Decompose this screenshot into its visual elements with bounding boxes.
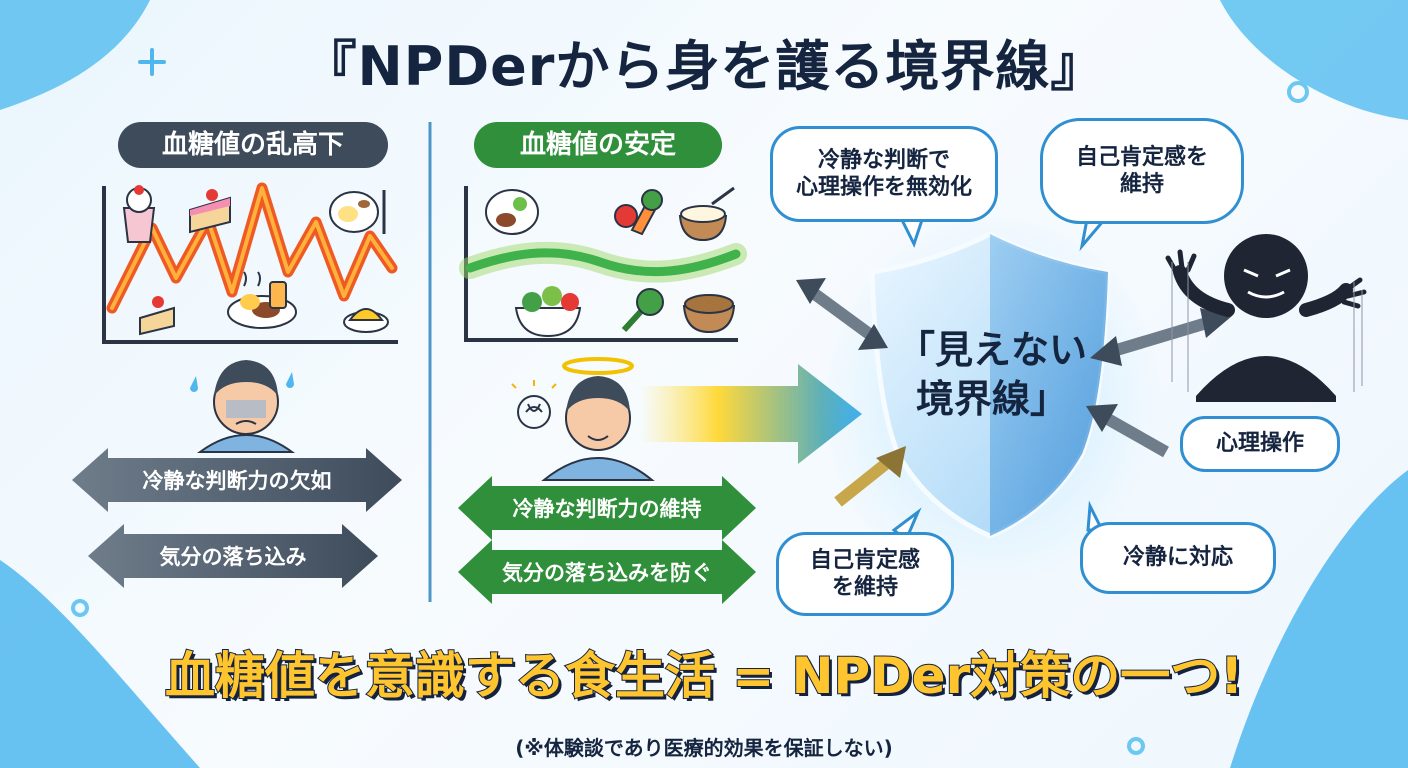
page-title: 『NPDerから身を護る境界線』 [302,35,1106,98]
omelet-icon [343,308,389,333]
bubble-line: 自己肯定感 [809,547,920,573]
parfait-icon [122,185,156,243]
label-spiking: 血糖値の乱高下 [118,122,388,168]
bottom-slogan: 血糖値を意識する食生活 = NPDer対策の一つ! [164,646,1244,706]
brain-icon [511,380,557,429]
bubble-calm-response: 冷静に対応 [1080,522,1276,594]
arrow-prevent-mood-drop: 気分の落ち込みを防ぐ [458,540,756,604]
flow-arrow [640,364,862,464]
cake-slice-icon [139,296,175,336]
spike-chart [102,182,398,344]
bubble-line: 冷静な判断で [817,147,950,173]
steak-salad-icon [485,189,539,235]
bubble-line: 維持 [1119,172,1164,197]
shield-icon [820,210,1160,590]
arrow-manipulation-blocked [1086,404,1169,458]
salad-bowl-icon [514,286,582,338]
bubble-nullify-manipulation: 冷静な判断で 心理操作を無効化 [770,126,998,222]
double-arrow-shape [458,476,756,540]
shadow-manipulator-icon [1165,234,1367,402]
shield-label-line1: 「見えない [896,328,1087,372]
bubble-line: を維持 [831,575,898,600]
arrow-label: 気分の落ち込み [159,545,307,569]
double-arrow-right [1090,308,1232,366]
shield-label: 「見えない 境界線」 [880,326,1104,423]
arrow-label: 冷静な判断力の欠如 [142,469,332,493]
arrow-self-esteem [834,446,906,507]
double-arrow-shape [88,524,378,588]
double-arrow-shape [458,540,756,604]
double-arrow-shape [72,448,402,512]
shield-label-line2: 境界線」 [915,376,1068,421]
stable-chart [459,186,747,342]
grain-bowl-icon [682,294,736,334]
footnote: (※体験談であり医療的効果を保証しない) [515,736,893,760]
arrow-label: 気分の落ち込みを防ぐ [502,561,712,585]
calm-person-icon [541,357,655,481]
juice-icon [269,281,287,309]
rice-bowl-icon [678,186,735,242]
arrow-keep-judgment: 冷静な判断力の維持 [458,476,756,540]
bubble-manipulation: 心理操作 [1180,416,1340,472]
broccoli-icon [621,288,664,333]
arrow-mood-drop: 気分の落ち込み [88,524,378,588]
bubble-line: 自己肯定感を [1075,144,1208,170]
bubble-maintain-self-esteem: 自己肯定感を 維持 [1040,118,1244,224]
cake-icon [189,189,231,234]
vegetables-icon [614,189,663,236]
stressed-person-icon [190,360,296,453]
arrow-label: 冷静な判断力の維持 [512,497,702,521]
label-stable: 血糖値の安定 [474,122,722,168]
double-arrow-top-left [796,278,888,350]
breakfast-plate-icon [329,190,386,234]
bubble-line: 心理操作を無効化 [795,175,972,200]
arrow-lack-of-judgment: 冷静な判断力の欠如 [72,448,402,512]
bubble-self-esteem: 自己肯定感 を維持 [776,532,954,616]
